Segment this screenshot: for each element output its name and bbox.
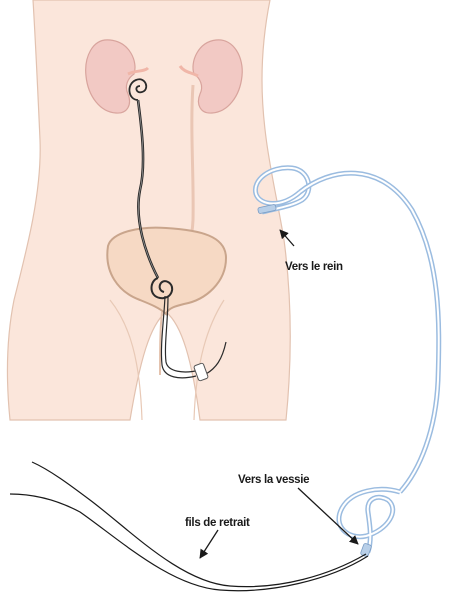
- stent-lower-end: [360, 543, 372, 557]
- label-to-bladder: Vers la vessie: [238, 474, 309, 486]
- stent-external-shaft-core: [300, 173, 439, 492]
- label-retrieval-strings: fils de retrait: [185, 517, 250, 529]
- arrow-to-strings: [200, 530, 218, 558]
- torso: [7, 0, 290, 420]
- torso-silhouette: [7, 0, 290, 420]
- label-to-kidney: Vers le rein: [285, 261, 343, 273]
